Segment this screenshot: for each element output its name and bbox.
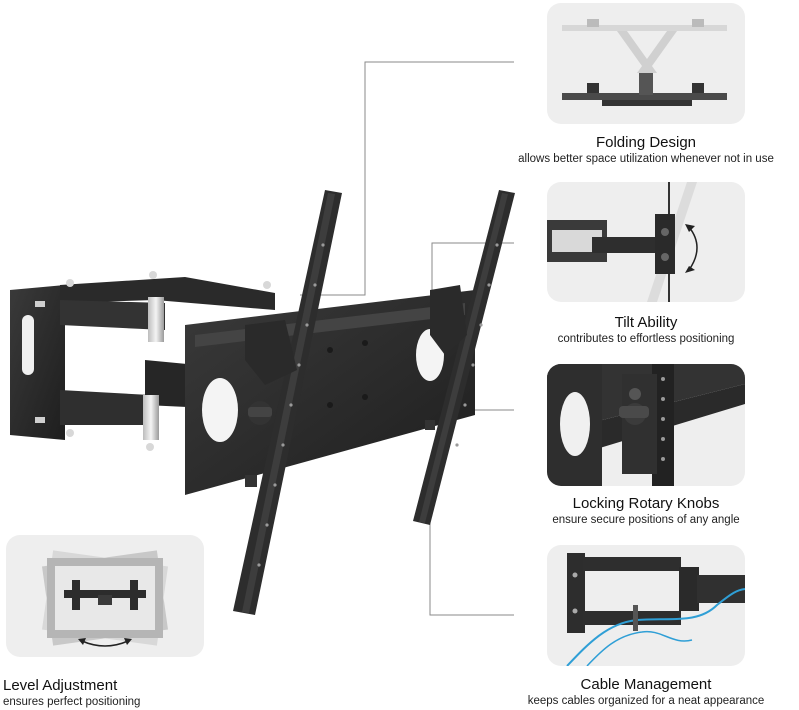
level-title: Level Adjustment <box>3 677 118 694</box>
level-image <box>41 550 169 647</box>
cable-image <box>566 553 745 666</box>
folding-design-panel <box>547 3 745 124</box>
feature-subtitle: allows better space utilization whenever… <box>518 153 774 165</box>
level-subtitle: ensures perfect positioning <box>3 696 141 708</box>
feature-title: Cable Management <box>580 676 712 693</box>
wall-mount-product-image <box>10 190 515 615</box>
cable-management-caption: Cable Management keeps cables organized … <box>486 676 799 709</box>
level-adjustment-caption: Level Adjustment ensures perfect positio… <box>3 677 263 710</box>
feature-subtitle: ensure secure positions of any angle <box>552 514 740 526</box>
feature-subtitle: contributes to effortless positioning <box>557 333 735 345</box>
tilt-ability-panel <box>547 182 745 302</box>
locking-knobs-panel <box>547 364 745 486</box>
locking-knobs-caption: Locking Rotary Knobs ensure secure posit… <box>486 495 799 528</box>
feature-title: Tilt Ability <box>614 314 678 331</box>
knob-image <box>547 364 745 486</box>
tilt-image <box>547 182 698 302</box>
folding-arm-image <box>562 19 727 106</box>
tilt-ability-caption: Tilt Ability contributes to effortless p… <box>486 314 799 347</box>
feature-title: Folding Design <box>595 134 697 151</box>
level-adjustment-panel <box>6 535 204 657</box>
folding-design-caption: Folding Design allows better space utili… <box>486 134 799 167</box>
cable-management-panel <box>547 545 745 666</box>
feature-subtitle: keeps cables organized for a neat appear… <box>527 695 765 707</box>
feature-title: Locking Rotary Knobs <box>572 495 720 512</box>
